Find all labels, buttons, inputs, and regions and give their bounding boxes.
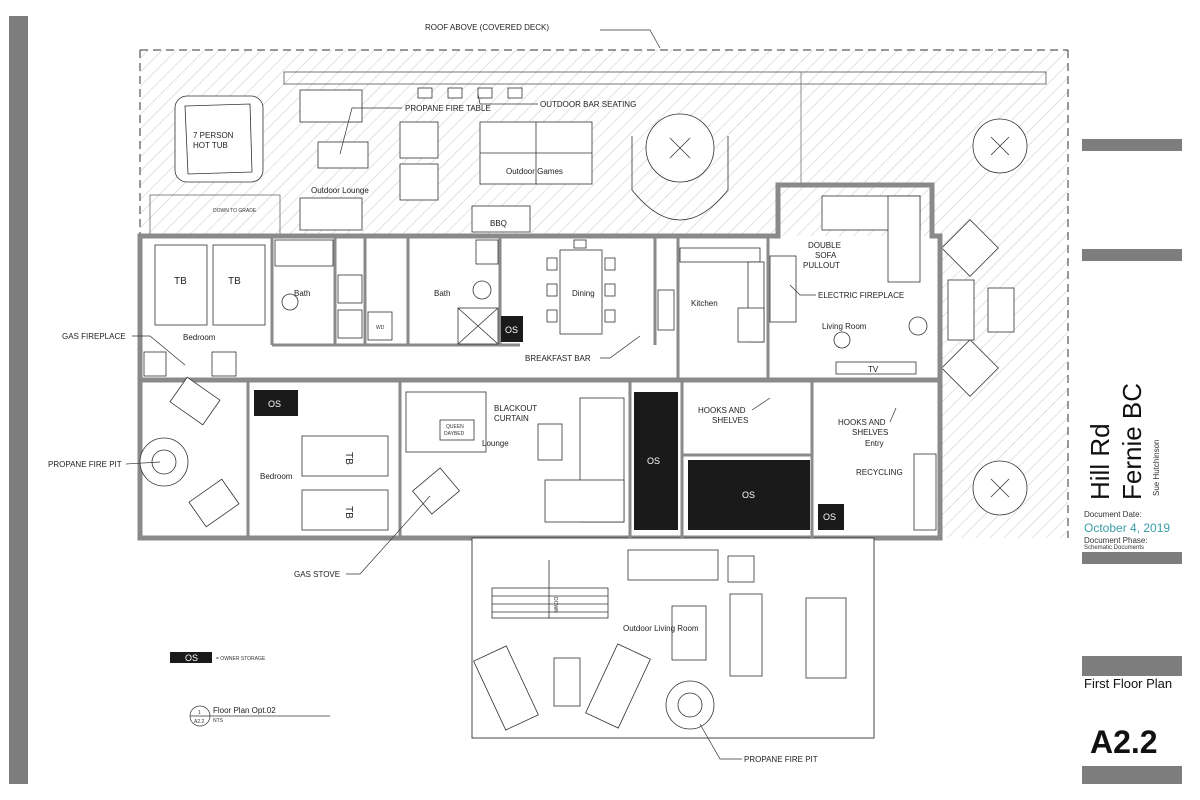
title-bar-3 (1082, 552, 1182, 564)
kitchen-label: Kitchen (691, 299, 718, 308)
project-line-1: Hill Rd (1085, 423, 1115, 500)
hot-tub: 7 PERSON HOT TUB (174, 95, 264, 183)
outdoor-lounge-label: Outdoor Lounge (311, 186, 369, 195)
bedroom-2-label: Bedroom (260, 472, 293, 481)
double-sofa-label-1: DOUBLE (808, 241, 841, 250)
fire-table-label: PROPANE FIRE TABLE (405, 104, 491, 113)
hot-tub-label-1: 7 PERSON (193, 131, 234, 140)
view-title-text: Floor Plan Opt.02 (213, 706, 276, 715)
lounge: QUEEN DAYBED BLACKOUT CURTAIN Lounge (405, 391, 625, 523)
title-bar-1 (1082, 139, 1182, 151)
gas-fireplace-label: GAS FIREPLACE (62, 332, 126, 341)
down-label: DOWN (552, 597, 558, 613)
fire-pit-left (139, 376, 240, 528)
recycling-label: RECYCLING (856, 468, 903, 477)
gas-stove-label: GAS STOVE (294, 570, 340, 579)
outdoor-games-label: Outdoor Games (506, 167, 563, 176)
deck-round-table (631, 113, 729, 221)
owner-storage-1: OS (505, 325, 518, 335)
blackout-label-1: BLACKOUT (494, 404, 537, 413)
bedroom-1-label: Bedroom (183, 333, 216, 342)
double-sofa-label-3: PULLOUT (803, 261, 840, 270)
entry-label: Entry (865, 439, 884, 448)
project-author: Sue Hutchinson (1152, 439, 1161, 496)
bath-1-label: Bath (294, 289, 310, 298)
view-sheet: A2.2 (194, 719, 205, 725)
title-block (1070, 0, 1200, 800)
roof-label: ROOF ABOVE (COVERED DECK) (425, 23, 549, 32)
doc-date-label: Document Date: (1084, 510, 1142, 519)
hot-tub-label-2: HOT TUB (193, 141, 228, 150)
sheet-title: First Floor Plan (1084, 676, 1173, 691)
dining-label: Dining (572, 289, 595, 298)
view-title: 1 A2.2 Floor Plan Opt.02 NTS (189, 705, 330, 727)
living-room: DOUBLE SOFA PULLOUT ELECTRIC FIREPLACE L… (769, 195, 928, 375)
hooks-label-4: SHELVES (852, 428, 888, 437)
hooks-label-3: HOOKS AND (838, 418, 886, 427)
hooks-label-2: SHELVES (712, 416, 748, 425)
queen-daybed-label-2: DAYBED (444, 431, 465, 437)
view-number: 1 (198, 710, 201, 716)
bed-tb-3: TB (343, 452, 354, 465)
queen-daybed-label-1: QUEEN (446, 424, 464, 430)
bed-tb-4: TB (343, 506, 354, 519)
storage-block-3 (818, 504, 844, 530)
deck-round-table-right (972, 118, 1028, 516)
view-scale: NTS (213, 718, 224, 724)
outdoor-games: Outdoor Games (479, 121, 593, 185)
title-bar-2 (1082, 249, 1182, 261)
doc-date-value: October 4, 2019 (1084, 521, 1171, 535)
breakfast-bar-label: BREAKFAST BAR (525, 354, 591, 363)
hooks-label-1: HOOKS AND (698, 406, 746, 415)
owner-storage-3: OS (647, 456, 660, 466)
title-bar-5 (1082, 766, 1182, 784)
outdoor-lounge: Outdoor Lounge (299, 89, 439, 231)
kitchen: Kitchen (657, 247, 765, 343)
sheet-border-bar (9, 16, 28, 784)
fire-pit-bottom (665, 680, 715, 730)
bbq-label: BBQ (490, 219, 507, 228)
outdoor-bar-seating (417, 87, 523, 99)
bar-seating-label: OUTDOOR BAR SEATING (540, 100, 636, 109)
storage-block-2 (688, 460, 810, 530)
bath-1: Bath (274, 239, 363, 339)
bed-tb-2: TB (228, 276, 241, 287)
title-bar-4 (1082, 656, 1182, 676)
doc-phase-label: Document Phase: (1084, 536, 1148, 545)
bath-2: Bath (434, 239, 499, 345)
doc-phase-value: Schematic Documents (1084, 545, 1145, 551)
wd-label: WD (376, 325, 385, 331)
outdoor-living-room: DOWN Outdoor Living Room (473, 549, 847, 731)
legend-swatch (170, 652, 212, 663)
dining: Dining (546, 239, 616, 335)
down-to-grade-label: DOWN TO GRADE (213, 208, 257, 214)
legend-text: = OWNER STORAGE (216, 656, 266, 662)
tv-label: TV (868, 365, 879, 374)
lounge-label: Lounge (482, 439, 509, 448)
owner-storage-2: OS (268, 399, 281, 409)
bedroom-1: TB TB Bedroom (143, 244, 266, 377)
living-room-label: Living Room (822, 322, 867, 331)
bedroom-2: OS TB TB Bedroom (254, 390, 389, 531)
fire-pit-bottom-label: PROPANE FIRE PIT (744, 755, 818, 764)
floor-plan-drawing: ROOF ABOVE (COVERED DECK) 7 PERSON HOT T… (48, 23, 1069, 764)
owner-storage-5: OS (823, 512, 836, 522)
bath-2-label: Bath (434, 289, 450, 298)
storage-block-1 (634, 392, 678, 530)
bed-tb-1: TB (174, 276, 187, 287)
project-line-2: Fernie BC (1117, 382, 1147, 500)
sheet-number: A2.2 (1090, 724, 1158, 760)
blackout-label-2: CURTAIN (494, 414, 529, 423)
fire-pit-left-label: PROPANE FIRE PIT (48, 460, 122, 469)
double-sofa-label-2: SOFA (815, 251, 837, 260)
owner-storage-4: OS (742, 490, 755, 500)
electric-fireplace-label: ELECTRIC FIREPLACE (818, 291, 904, 300)
deck-chairs-right (941, 219, 1015, 397)
legend-os: OS (185, 653, 198, 663)
outdoor-living-label: Outdoor Living Room (623, 624, 699, 633)
